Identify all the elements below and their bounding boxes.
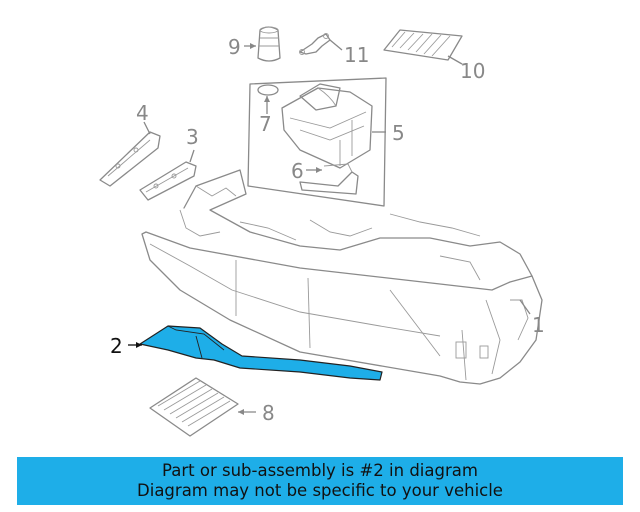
- part-8-vent-grille: [149, 377, 239, 437]
- callout-9: 9: [228, 35, 241, 59]
- callout-5: 5: [392, 121, 405, 145]
- callout-4: 4: [136, 101, 149, 125]
- part-7-ring: [257, 84, 279, 96]
- part-11-cable-bracket: [299, 33, 331, 55]
- parts-diagram: 1 2 3 4 5 6 7 8 9 10 11: [99, 26, 545, 437]
- banner-line-2: Diagram may not be specific to your vehi…: [137, 481, 503, 500]
- callout-8: 8: [262, 401, 275, 425]
- part-10-trim-panel: [383, 29, 463, 61]
- part-4-side-trim: [99, 131, 161, 187]
- part-1-console-body: [141, 169, 543, 385]
- callout-2: 2: [110, 334, 123, 358]
- callout-6: 6: [291, 159, 304, 183]
- callout-11: 11: [344, 43, 369, 67]
- banner-line-1: Part or sub-assembly is #2 in diagram: [162, 461, 478, 480]
- callout-3: 3: [186, 125, 199, 149]
- info-banner: Part or sub-assembly is #2 in diagram Di…: [17, 457, 623, 505]
- callout-7: 7: [259, 112, 272, 136]
- leader-lines: [128, 39, 531, 415]
- part-3-side-trim: [139, 161, 197, 201]
- sub-assembly-box: [247, 77, 387, 207]
- part-6-bracket: [299, 163, 359, 195]
- part-5-shifter-assembly: [281, 83, 373, 169]
- callout-1: 1: [532, 313, 545, 337]
- part-2-highlighted-trim: [139, 325, 383, 381]
- part-9-shift-knob: [257, 26, 281, 62]
- callout-10: 10: [460, 59, 485, 83]
